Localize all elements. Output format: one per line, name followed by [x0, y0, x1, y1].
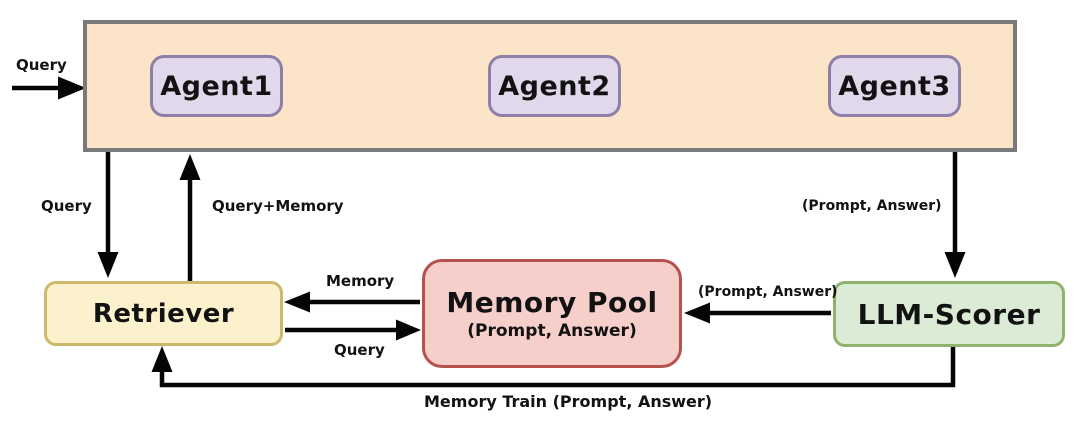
agent1-label: Agent1	[160, 70, 273, 102]
agent3-node: Agent3	[828, 55, 961, 117]
agent2-label: Agent2	[498, 70, 611, 102]
edge-label-query-memory-up: Query+Memory	[212, 197, 344, 215]
agent1-node: Agent1	[150, 55, 283, 117]
arrow-query-down	[97, 152, 119, 278]
arrow-query-in	[12, 76, 86, 100]
agent2-node: Agent2	[488, 55, 621, 117]
agents-container: Agent1 Agent2 Agent3	[83, 20, 1017, 152]
arrow-query-memory-up	[179, 154, 201, 281]
arrow-prompt-answer-down	[944, 152, 966, 278]
retriever-label: Retriever	[92, 298, 235, 329]
agent3-label: Agent3	[838, 70, 951, 102]
arrow-query-to-pool	[285, 319, 421, 341]
arrow-memory-train	[151, 346, 956, 388]
edge-label-query-to-pool: Query	[334, 341, 385, 359]
llm-scorer-node: LLM-Scorer	[833, 281, 1065, 347]
memory-pool-node: Memory Pool (Prompt, Answer)	[422, 259, 682, 368]
edge-label-query-in: Query	[16, 56, 67, 74]
llm-scorer-label: LLM-Scorer	[857, 297, 1041, 331]
arrow-memory-to-retriever	[284, 291, 420, 313]
edge-label-prompt-answer-to-pool: (Prompt, Answer)	[698, 284, 838, 300]
edge-label-prompt-answer-down: (Prompt, Answer)	[802, 198, 942, 214]
memory-pool-subtitle: (Prompt, Answer)	[467, 321, 637, 342]
arrow-prompt-answer-to-pool	[684, 302, 831, 324]
edge-label-memory-train: Memory Train (Prompt, Answer)	[424, 392, 713, 411]
edge-label-query-down: Query	[41, 197, 92, 215]
edge-label-memory: Memory	[326, 272, 395, 290]
memory-pool-title: Memory Pool	[446, 285, 658, 319]
retriever-node: Retriever	[44, 281, 283, 346]
